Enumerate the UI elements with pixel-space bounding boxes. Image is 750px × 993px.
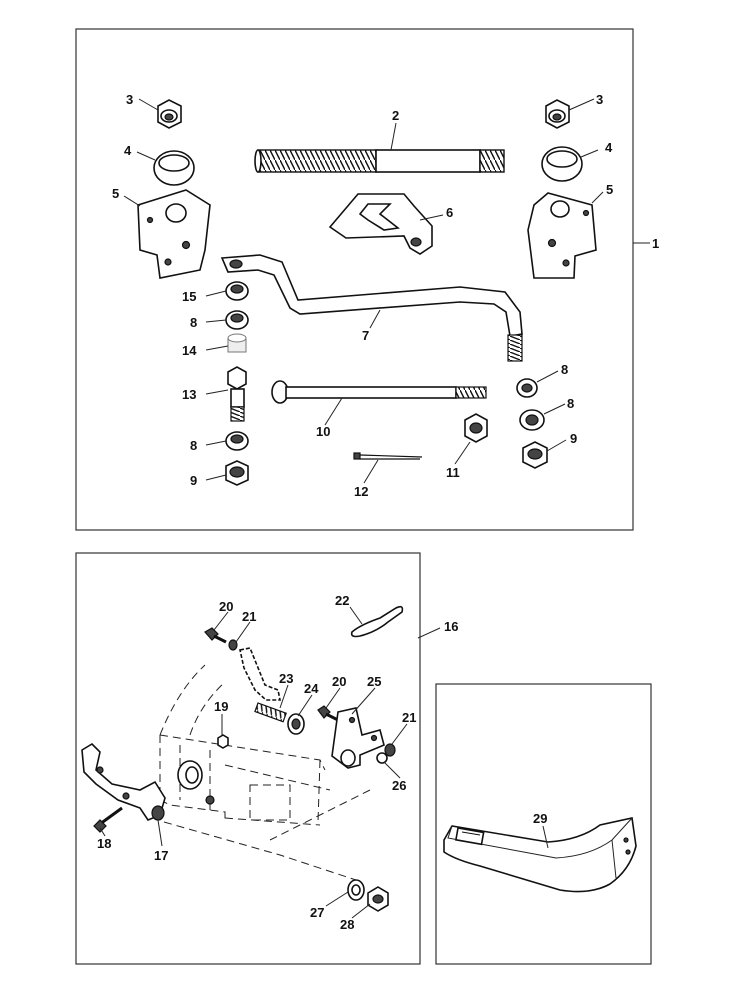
callout-2: 2 bbox=[392, 108, 399, 123]
bushing-24 bbox=[287, 713, 305, 735]
callout-27: 27 bbox=[310, 905, 324, 920]
hex-bolt-13 bbox=[227, 366, 247, 422]
spacer-14 bbox=[227, 333, 247, 353]
nut-11 bbox=[464, 413, 488, 443]
callout-17: 17 bbox=[154, 848, 168, 863]
callout-29: 29 bbox=[533, 811, 547, 826]
callout-3-left: 3 bbox=[126, 92, 133, 107]
callout-18: 18 bbox=[97, 836, 111, 851]
callout-1: 1 bbox=[652, 236, 659, 251]
callout-23: 23 bbox=[279, 671, 293, 686]
washer-8c bbox=[516, 378, 538, 398]
callout-13: 13 bbox=[182, 387, 196, 402]
long-bolt-10 bbox=[271, 380, 487, 404]
callout-14: 14 bbox=[182, 343, 197, 358]
washer-right bbox=[541, 146, 583, 182]
mounting-bracket-right bbox=[527, 192, 597, 279]
lever-arm bbox=[220, 254, 523, 362]
callout-8-d: 8 bbox=[567, 396, 574, 411]
shank-frame bbox=[435, 683, 652, 965]
nut-26 bbox=[376, 752, 388, 764]
hex-nut-left bbox=[157, 99, 182, 129]
callout-9-b: 9 bbox=[570, 431, 577, 446]
bolt-18 bbox=[93, 806, 123, 833]
callout-4-left: 4 bbox=[124, 143, 132, 158]
bracket-25 bbox=[331, 707, 385, 769]
kit-frame bbox=[75, 28, 634, 531]
washer-21-upper bbox=[228, 639, 238, 651]
callout-12: 12 bbox=[354, 484, 368, 499]
callout-24: 24 bbox=[304, 681, 319, 696]
callout-8-a: 8 bbox=[190, 315, 197, 330]
washer-8b bbox=[225, 431, 249, 451]
washer-27 bbox=[347, 879, 365, 901]
bolt-20-upper bbox=[204, 627, 227, 644]
arm-plate bbox=[239, 647, 281, 701]
threaded-rod bbox=[254, 149, 505, 173]
bracket-kit-frame bbox=[75, 552, 421, 965]
nut-19 bbox=[217, 734, 229, 749]
leader-lines-top bbox=[123, 98, 650, 484]
callout-21-upper: 21 bbox=[242, 609, 256, 624]
shank-29 bbox=[443, 817, 637, 893]
callout-11: 11 bbox=[446, 465, 460, 480]
callout-15: 15 bbox=[182, 289, 196, 304]
callout-7: 7 bbox=[362, 328, 369, 343]
callout-22: 22 bbox=[335, 593, 349, 608]
hex-nut-right bbox=[545, 99, 570, 129]
bolt-20-lower bbox=[317, 705, 339, 722]
callout-labels: 1 2 3 3 4 4 5 5 6 7 15 8 14 13 8 9 10 11… bbox=[97, 92, 659, 932]
nut-28 bbox=[367, 886, 389, 912]
leader-lines-bottom bbox=[99, 606, 441, 919]
callout-3-right: 3 bbox=[596, 92, 603, 107]
callout-5-left: 5 bbox=[112, 186, 119, 201]
callout-6: 6 bbox=[446, 205, 453, 220]
washer-8a bbox=[225, 310, 249, 330]
latch-plate bbox=[328, 193, 433, 255]
callout-4-right: 4 bbox=[605, 140, 613, 155]
callout-8-c: 8 bbox=[561, 362, 568, 377]
callout-20-lower: 20 bbox=[332, 674, 346, 689]
callout-9-a: 9 bbox=[190, 473, 197, 488]
small-nut-15 bbox=[225, 281, 249, 301]
callout-19: 19 bbox=[214, 699, 228, 714]
hub-assembly bbox=[177, 760, 215, 805]
callout-25: 25 bbox=[367, 674, 381, 689]
lock-nut-9a bbox=[225, 460, 249, 486]
callout-10: 10 bbox=[316, 424, 330, 439]
bolt-23 bbox=[254, 702, 287, 723]
washer-21-lower bbox=[384, 743, 396, 757]
washer-8d bbox=[519, 409, 545, 431]
washer-left bbox=[153, 150, 195, 186]
callout-5-right: 5 bbox=[606, 182, 613, 197]
callout-8-b: 8 bbox=[190, 438, 197, 453]
callout-28: 28 bbox=[340, 917, 354, 932]
mounting-bracket-left bbox=[137, 189, 211, 279]
callout-20-upper: 20 bbox=[219, 599, 233, 614]
assembly-line bbox=[163, 821, 357, 881]
cotter-pin-12 bbox=[353, 452, 423, 460]
bracket-17 bbox=[81, 742, 166, 821]
lock-nut-9b bbox=[522, 441, 548, 469]
callout-16: 16 bbox=[444, 619, 458, 634]
callout-21-lower: 21 bbox=[402, 710, 416, 725]
callout-26: 26 bbox=[392, 778, 406, 793]
hair-pin-22 bbox=[350, 605, 404, 638]
assembly-line-2 bbox=[269, 789, 371, 841]
